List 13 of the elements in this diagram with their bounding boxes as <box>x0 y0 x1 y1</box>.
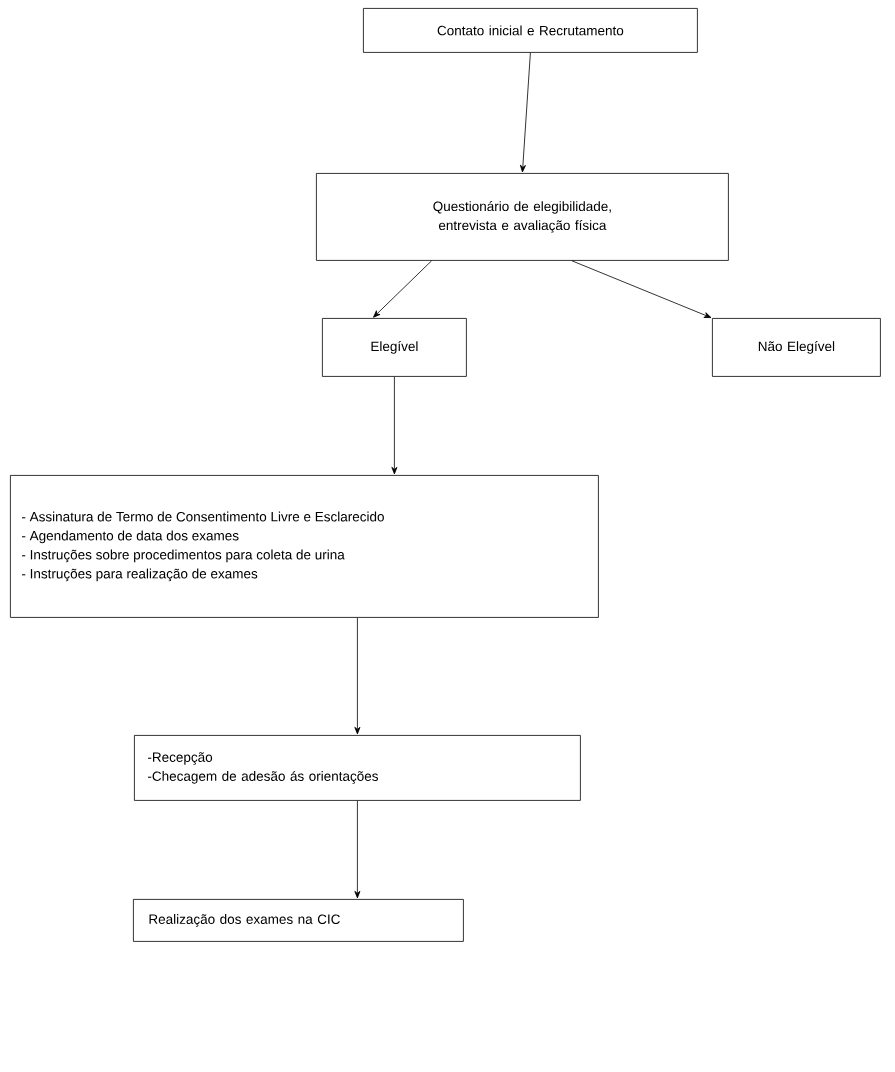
arrow <box>571 260 712 318</box>
arrow <box>373 260 432 318</box>
process-box: -Recepção -Checagem de adesão ás orientações <box>134 735 581 801</box>
process-box: Elegível <box>322 318 467 377</box>
arrow <box>354 800 361 899</box>
process-box: Contato inicial e Recrutamento <box>363 8 698 53</box>
process-box: Não Elegível <box>712 318 881 377</box>
process-box: Realização dos exames na CIC <box>133 899 464 942</box>
arrow <box>391 376 398 475</box>
arrow <box>519 52 531 173</box>
process-box: - Assinatura de Termo de Consentimento Livre e Esclarecido - Agendamento de data dos exames - Instruções sobre procedimentos para coleta de urina - Instruções para realização de exames <box>10 475 599 618</box>
arrow <box>354 617 361 735</box>
process-box: Questionário de elegibilidade, entrevista e avaliação física <box>316 173 729 261</box>
